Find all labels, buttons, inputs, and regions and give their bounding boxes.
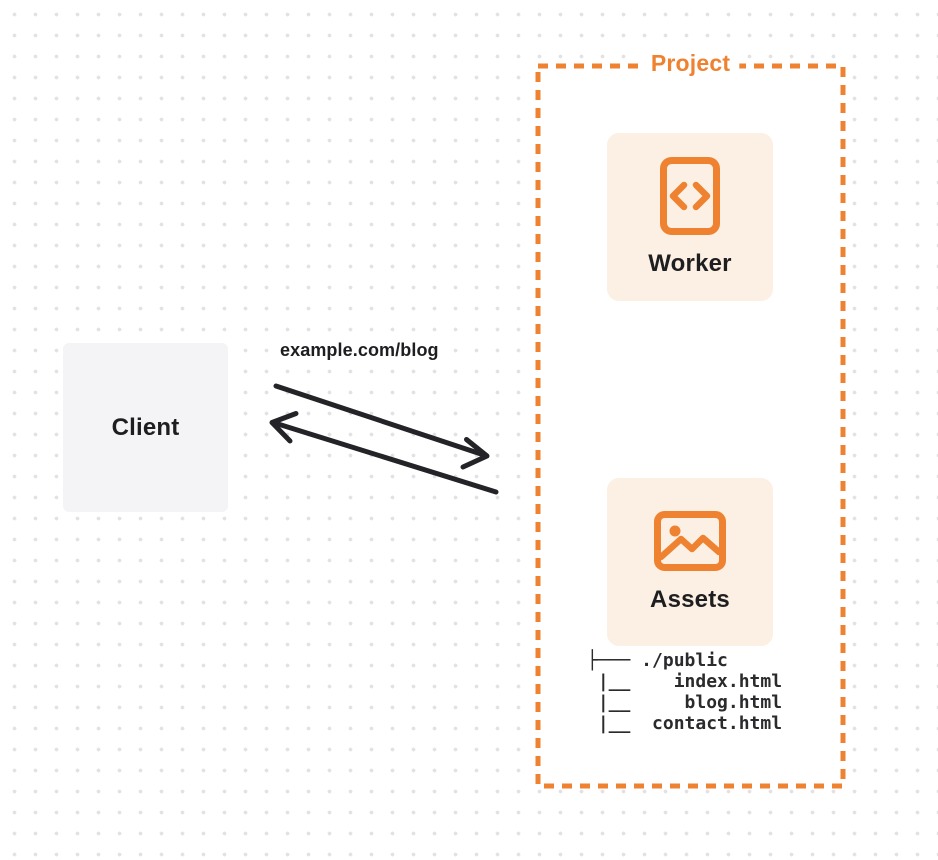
worker-label: Worker: [648, 249, 732, 277]
project-container: Project Worker Assets ├─── ./public |__ …: [535, 50, 846, 789]
worker-node: Worker: [607, 133, 773, 301]
response-arrow: [269, 411, 499, 495]
assets-label: Assets: [650, 585, 730, 613]
project-label: Project: [641, 50, 740, 77]
assets-node: Assets: [607, 478, 773, 646]
image-icon: [654, 510, 726, 571]
request-url-label: example.com/blog: [280, 340, 439, 360]
code-file-icon: [660, 156, 720, 235]
client-label: Client: [111, 413, 180, 441]
request-arrow: [273, 383, 490, 470]
client-node: Client: [63, 343, 228, 512]
assets-file-tree: ├─── ./public |__ index.html |__ blog.ht…: [587, 650, 783, 734]
